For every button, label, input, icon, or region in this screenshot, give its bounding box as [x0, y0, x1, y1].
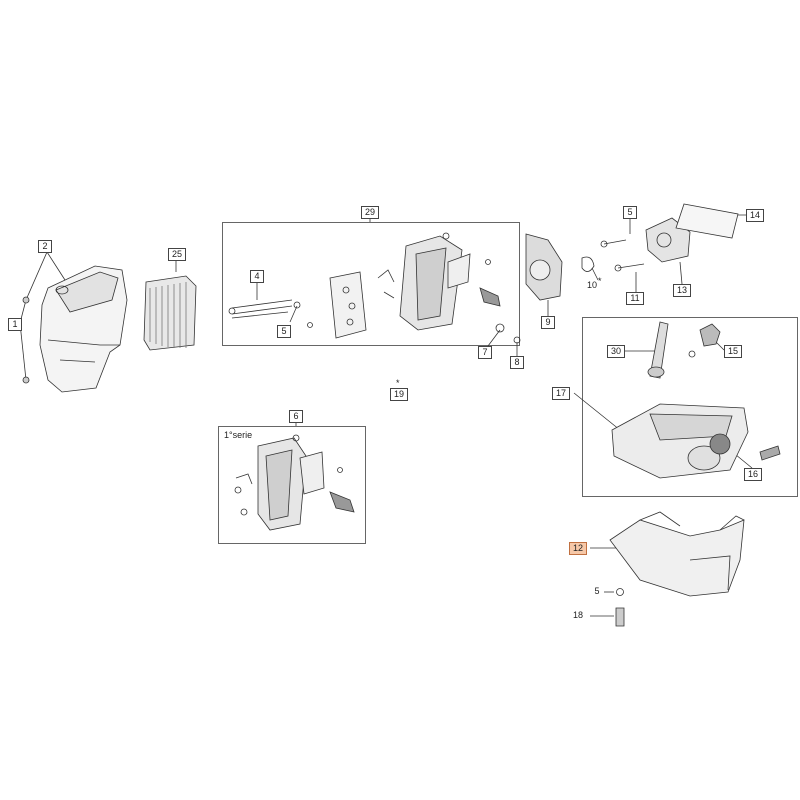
callout-19-star: * — [396, 378, 400, 388]
group-box-29 — [222, 222, 520, 346]
callout-6[interactable]: 6 — [289, 410, 303, 423]
callout-16[interactable]: 16 — [744, 468, 762, 481]
callout-9[interactable]: 9 — [541, 316, 555, 329]
callout-19[interactable]: 19 — [390, 388, 408, 401]
callout-10[interactable]: 10 — [587, 280, 598, 290]
callout-5-frame[interactable]: 5 — [590, 586, 604, 597]
callout-10-star: * — [598, 276, 602, 286]
callout-17[interactable]: 17 — [552, 387, 570, 400]
callout-14[interactable]: 14 — [746, 209, 764, 222]
callout-25[interactable]: 25 — [168, 248, 186, 261]
callout-5-group29[interactable]: 5 — [277, 325, 291, 338]
callout-8[interactable]: 8 — [510, 356, 524, 369]
callout-7[interactable]: 7 — [478, 346, 492, 359]
group-box-6 — [218, 426, 366, 544]
callout-12-highlighted[interactable]: 12 — [569, 542, 587, 555]
group-box-17 — [582, 317, 798, 497]
callout-13[interactable]: 13 — [673, 284, 691, 297]
series-note: 1°serie — [224, 430, 253, 440]
callout-29[interactable]: 29 — [361, 206, 379, 219]
callout-4[interactable]: 4 — [250, 270, 264, 283]
callout-15[interactable]: 15 — [724, 345, 742, 358]
callout-2[interactable]: 2 — [38, 240, 52, 253]
callout-11[interactable]: 11 — [626, 292, 644, 305]
callout-18[interactable]: 18 — [569, 610, 587, 621]
callout-5-top[interactable]: 5 — [623, 206, 637, 219]
callout-1[interactable]: 1 — [8, 318, 22, 331]
callout-30[interactable]: 30 — [607, 345, 625, 358]
